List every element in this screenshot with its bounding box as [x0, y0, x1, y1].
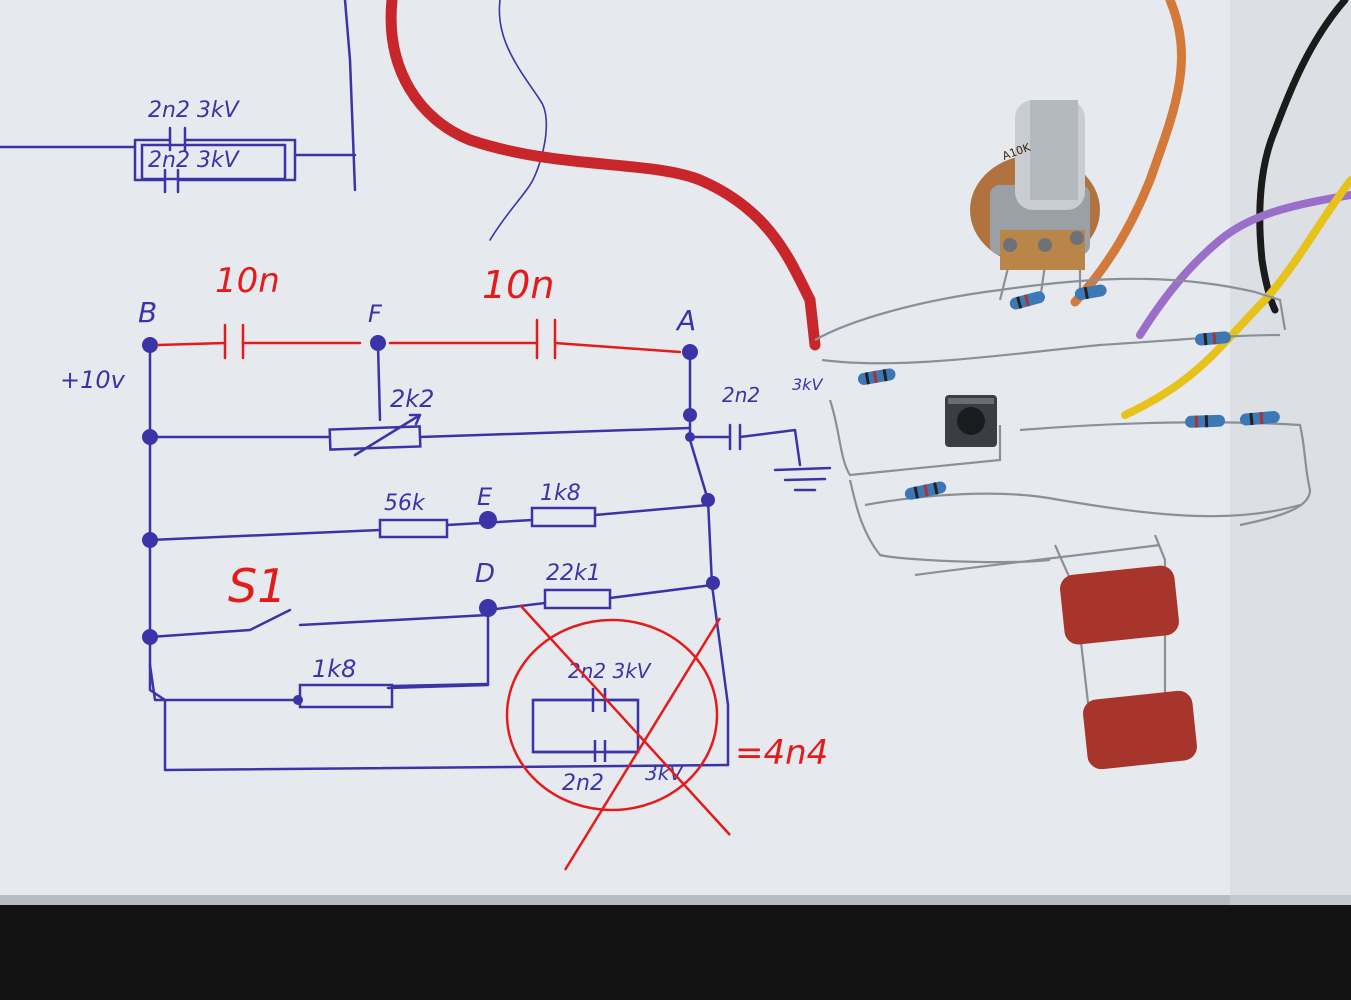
schematic-resistors	[298, 425, 612, 709]
film-capacitor-bottom	[1083, 690, 1197, 770]
supply-label: +10v	[60, 366, 126, 394]
orange-wire	[1070, 0, 1186, 307]
potentiometer	[970, 100, 1100, 270]
resistor-1k8-top-label: 1k8	[540, 481, 581, 506]
resistor-56k-body	[378, 518, 449, 539]
pot-2k2-label: 2k2	[390, 385, 434, 413]
switch-s1-label: S1	[228, 559, 286, 613]
node-d-label: D	[475, 559, 495, 589]
resistor-1k8-bottom-label: 1k8	[312, 655, 356, 683]
photo-resistors	[857, 284, 1280, 500]
schematic-wiring	[148, 343, 832, 772]
red-capacitor-chain	[156, 318, 682, 360]
top-sketch	[0, 0, 548, 241]
purple-wire	[1136, 191, 1351, 339]
top-sketch-cap-top-label: 2n2 3kV	[148, 98, 241, 123]
node-b-label: B	[138, 296, 157, 329]
crossed-out-cap-block: 2n2 3kV 2n2 3kV =4n4	[505, 604, 828, 871]
cap-10n-right-label: 10n	[482, 263, 554, 307]
cap-10n-left-label: 10n	[215, 261, 280, 301]
resistor-56k-label: 56k	[384, 491, 426, 516]
node-f-label: F	[368, 300, 383, 328]
pot-2k2-body	[328, 425, 422, 451]
film-capacitors	[1060, 565, 1197, 770]
crossed-cap-bottom-value: 2n2	[562, 771, 604, 796]
black-wire	[1256, 0, 1349, 314]
cap-out-rating-label: 3kV	[792, 375, 823, 394]
dark-bottom-edge	[0, 905, 1351, 1000]
red-wire	[385, 0, 821, 351]
resistor-22k1-body	[543, 588, 612, 610]
yellow-wire	[1121, 176, 1351, 419]
resistor-1k8-top-body	[530, 506, 597, 528]
push-button	[945, 395, 997, 447]
top-sketch-cap-bottom-label: 2n2 3kV	[148, 148, 241, 173]
wires	[385, 0, 1351, 419]
node-e-label: E	[477, 483, 493, 511]
crossed-total-label: =4n4	[735, 733, 828, 773]
film-capacitor-top	[1060, 565, 1179, 645]
resistor-22k1-label: 22k1	[546, 561, 601, 586]
paper-shadow-right	[1230, 0, 1351, 905]
node-a-label: A	[675, 304, 696, 337]
cap-out-label: 2n2	[722, 383, 760, 407]
junction-dots	[142, 335, 720, 705]
crossed-cap-top-label: 2n2 3kV	[568, 659, 652, 683]
